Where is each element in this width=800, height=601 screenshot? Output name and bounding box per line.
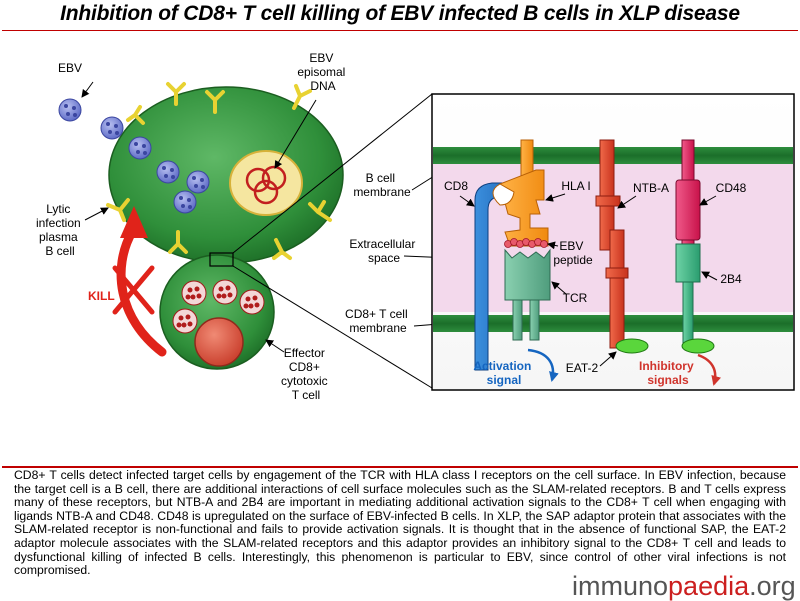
synapse-box xyxy=(209,252,234,267)
page-title: Inhibition of CD8+ T cell killing of EBV… xyxy=(60,2,740,25)
ebv-label: EBV xyxy=(58,61,82,75)
inhibitory-label: Inhibitory signals xyxy=(639,359,697,387)
caption-rule xyxy=(2,466,798,468)
kill-arrow xyxy=(112,206,167,357)
2b4-label: 2B4 xyxy=(720,272,742,286)
virus-4 xyxy=(156,160,180,184)
extracellular-label: Extracellular space xyxy=(349,237,418,265)
granule-1 xyxy=(181,280,207,306)
ebv-virions xyxy=(58,98,210,214)
eat2-label: EAT-2 xyxy=(566,361,599,375)
virus-2 xyxy=(100,116,124,140)
kill-label: KILL xyxy=(88,289,115,303)
eat2-oval-1 xyxy=(615,338,649,354)
caption: CD8+ T cells detect infected target cell… xyxy=(14,468,786,578)
virus-1 xyxy=(58,98,82,122)
b-membrane-label: B cell membrane xyxy=(353,171,411,199)
inhibitory-arrow xyxy=(697,353,722,386)
effector-label: Effector CD8+ cytotoxic T cell xyxy=(281,346,331,402)
eat2-oval-2 xyxy=(681,338,715,354)
title-rule xyxy=(2,30,798,31)
b-cell-receptors xyxy=(106,82,332,260)
t-cell xyxy=(159,254,275,370)
hla-label: HLA I xyxy=(561,179,590,193)
hla-molecule xyxy=(492,139,549,247)
cd8-label: CD8 xyxy=(444,179,468,193)
brand-part2: paedia xyxy=(668,571,750,601)
tcr-label: TCR xyxy=(563,291,588,305)
virus-3 xyxy=(128,136,152,160)
virus-6 xyxy=(173,190,197,214)
diagram: KILL EBV EBV episomal DNA Lytic infectio… xyxy=(36,51,795,402)
brand-part1: immuno xyxy=(572,571,669,601)
episomal-label: EBV episomal DNA xyxy=(297,51,348,93)
cd48-label: CD48 xyxy=(716,181,747,195)
brand-part3: .org xyxy=(749,571,796,601)
activation-label: Activation signal xyxy=(473,359,534,387)
ebv-peptide-label: EBV peptide xyxy=(553,239,593,267)
t-membrane-label: CD8+ T cell membrane xyxy=(345,307,411,335)
ebv-peptide xyxy=(504,238,548,248)
virus-5 xyxy=(186,170,210,194)
cd48-molecule xyxy=(675,139,701,245)
lytic-label: Lytic infection plasma B cell xyxy=(36,202,84,258)
b-cell xyxy=(108,86,344,264)
2b4-molecule xyxy=(675,243,701,347)
activation-arrow xyxy=(527,348,559,382)
brand-logo: immunopaedia.org xyxy=(572,572,796,600)
granule-3 xyxy=(239,289,265,315)
granule-4 xyxy=(172,308,198,334)
ntba-label: NTB-A xyxy=(633,181,669,195)
granule-2 xyxy=(212,279,238,305)
tcr-molecule xyxy=(504,248,551,341)
